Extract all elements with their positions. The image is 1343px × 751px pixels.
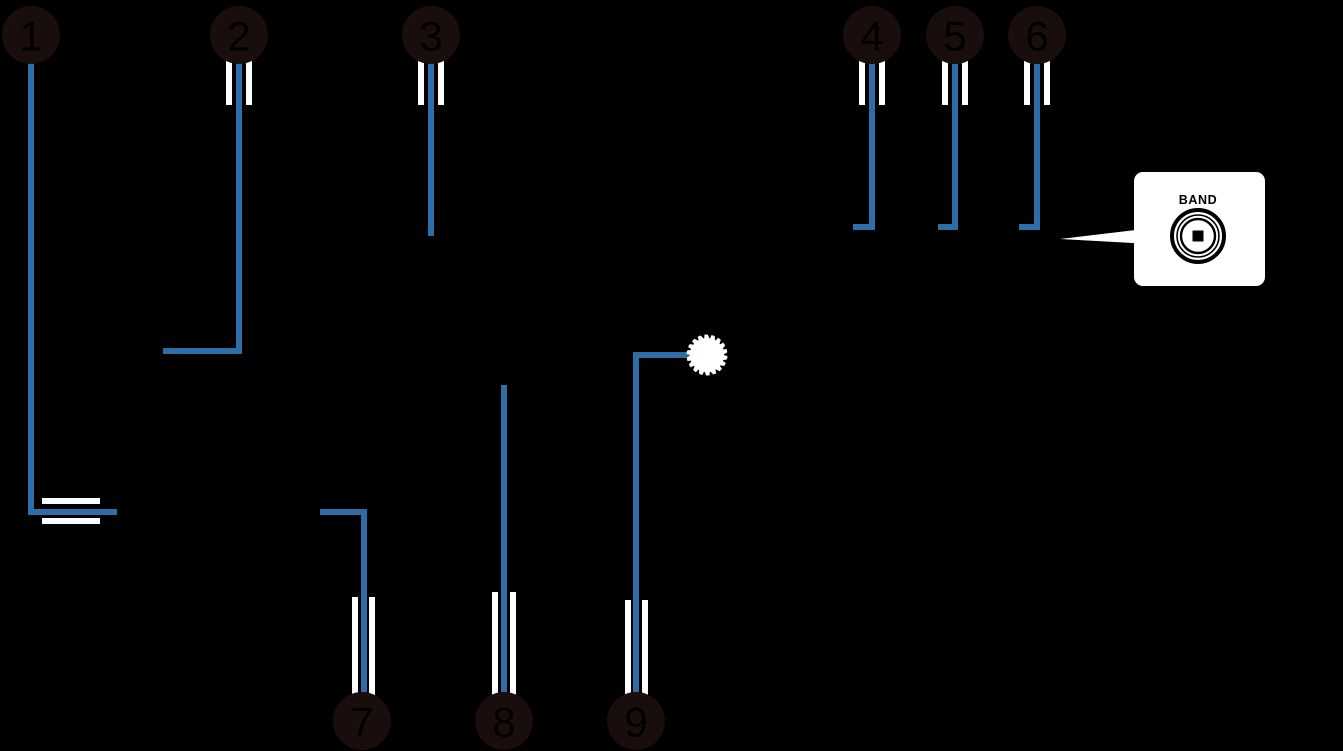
badge-number-9: 9 bbox=[624, 699, 647, 746]
callout-badge-4[interactable]: 4 bbox=[843, 6, 901, 64]
gear-body bbox=[690, 338, 724, 372]
callout-group-5 bbox=[938, 60, 968, 230]
badge-number-1: 1 bbox=[19, 13, 42, 60]
callout-badge-7[interactable]: 7 bbox=[333, 692, 391, 750]
leader-line-1 bbox=[28, 60, 117, 515]
band-knob-mid-ring bbox=[1176, 214, 1220, 258]
callout-badge-2[interactable]: 2 bbox=[210, 6, 268, 64]
leader-line-4 bbox=[853, 60, 875, 230]
leader-highlight-4-2 bbox=[879, 60, 885, 105]
leader-highlight-7-2 bbox=[369, 597, 375, 696]
callout-tail bbox=[1060, 228, 1152, 244]
leader-highlight-3-1 bbox=[418, 60, 424, 105]
leader-highlight-5-1 bbox=[942, 60, 948, 105]
band-button-callout[interactable]: BAND bbox=[1060, 172, 1265, 286]
leader-highlight-2-2 bbox=[246, 60, 252, 105]
leader-highlight-6-1 bbox=[1024, 60, 1030, 105]
leader-highlight-3-2 bbox=[438, 60, 444, 105]
callout-group-9 bbox=[625, 352, 698, 697]
gear-icon[interactable] bbox=[686, 334, 728, 376]
band-knob-center-square[interactable] bbox=[1192, 230, 1204, 242]
badge-circle-9[interactable] bbox=[607, 692, 665, 750]
callout-badge-5[interactable]: 5 bbox=[926, 6, 984, 64]
callout-badge-3[interactable]: 3 bbox=[402, 6, 460, 64]
badge-circle-2[interactable] bbox=[210, 6, 268, 64]
badge-number-5: 5 bbox=[943, 13, 966, 60]
callout-badge-1[interactable]: 1 bbox=[2, 6, 60, 64]
badge-circle-3[interactable] bbox=[402, 6, 460, 64]
leader-highlight-8-2 bbox=[510, 592, 516, 696]
leader-highlight-6-2 bbox=[1044, 60, 1050, 105]
band-label: BAND bbox=[1179, 193, 1218, 207]
badge-number-3: 3 bbox=[419, 13, 442, 60]
callout-group-3 bbox=[418, 60, 444, 236]
callout-badge-6[interactable]: 6 bbox=[1008, 6, 1066, 64]
leader-highlight-2-1 bbox=[226, 60, 232, 105]
badge-circle-6[interactable] bbox=[1008, 6, 1066, 64]
leader-highlight-9-1 bbox=[625, 600, 631, 696]
callout-group-7 bbox=[320, 509, 375, 697]
leader-line-6 bbox=[1019, 60, 1040, 230]
leader-highlight-7-1 bbox=[352, 597, 358, 696]
callout-group-4 bbox=[853, 60, 885, 230]
leader-highlight-1-2 bbox=[42, 518, 100, 524]
callout-badge-9[interactable]: 9 bbox=[607, 692, 665, 750]
callout-panel[interactable] bbox=[1134, 172, 1265, 286]
leader-line-9 bbox=[633, 352, 698, 697]
band-knob-outer-ring[interactable] bbox=[1170, 208, 1226, 264]
badge-circle-8[interactable] bbox=[475, 692, 533, 750]
badge-circle-5[interactable] bbox=[926, 6, 984, 64]
callout-group-8 bbox=[492, 385, 516, 697]
leader-line-7 bbox=[320, 509, 367, 697]
leader-line-2 bbox=[163, 60, 242, 354]
leader-highlight-4-1 bbox=[859, 60, 865, 105]
badge-number-4: 4 bbox=[860, 13, 883, 60]
callout-group-6 bbox=[1019, 60, 1050, 230]
leader-highlight-5-2 bbox=[962, 60, 968, 105]
badge-circle-1[interactable] bbox=[2, 6, 60, 64]
leader-line-5 bbox=[938, 60, 958, 230]
badge-number-6: 6 bbox=[1025, 13, 1048, 60]
badge-circle-4[interactable] bbox=[843, 6, 901, 64]
badge-circle-7[interactable] bbox=[333, 692, 391, 750]
callout-group-2 bbox=[163, 60, 252, 354]
badge-number-8: 8 bbox=[492, 699, 515, 746]
badge-number-2: 2 bbox=[227, 13, 250, 60]
band-knob-inner-ring bbox=[1179, 217, 1217, 255]
leader-highlight-9-2 bbox=[642, 600, 648, 696]
callout-group-1 bbox=[28, 60, 117, 524]
callout-badge-8[interactable]: 8 bbox=[475, 692, 533, 750]
leader-highlight-8-1 bbox=[492, 592, 498, 696]
leader-highlight-1-1 bbox=[42, 498, 100, 504]
badge-number-7: 7 bbox=[350, 699, 373, 746]
